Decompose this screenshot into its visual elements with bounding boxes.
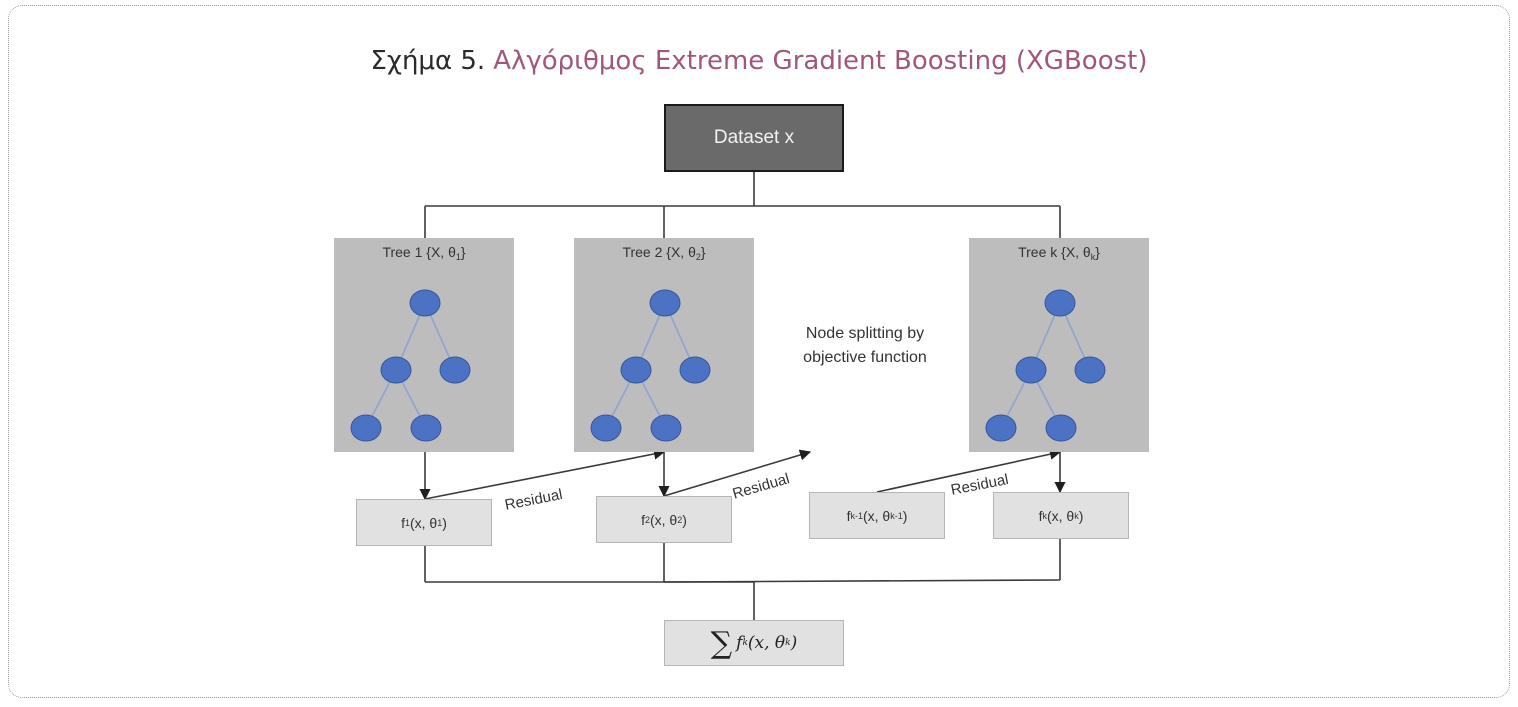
figure-frame: [8, 5, 1510, 698]
tree-2-node-1: [620, 356, 652, 384]
tree-1-node-0: [409, 289, 441, 317]
tree-k-node-3: [985, 414, 1017, 442]
tree-1-title: Tree 1 {X, θ1}: [382, 244, 466, 262]
tree-k-node-2: [1074, 356, 1106, 384]
tree-k-node-1: [1015, 356, 1047, 384]
collect-bar-right: [663, 579, 1061, 583]
dataset-label: Dataset x: [713, 127, 795, 148]
tree-2-graph: [590, 289, 711, 442]
tree-k-node-4: [1045, 414, 1077, 442]
tree-2-node-2: [679, 356, 711, 384]
caption-prefix: Σχήμα 5.: [370, 46, 486, 76]
tree-2-title: Tree 2 {X, θ2}: [622, 244, 706, 262]
tree-2-node-3: [590, 414, 622, 442]
tree-1-node-4: [410, 414, 442, 442]
tree-k-title: Tree k {X, θk}: [1018, 244, 1100, 262]
tree-1-graph: [350, 289, 471, 442]
residual-arrow-1: [424, 448, 666, 500]
residual-arrow-k: [876, 448, 1062, 493]
residual-arrow-2: [663, 449, 812, 497]
tree-1-node-2: [439, 356, 471, 384]
tree-k-node-0: [1044, 289, 1076, 317]
tree-1-node-1: [380, 356, 412, 384]
tree-k-graph: [985, 289, 1106, 442]
tree-2-node-4: [650, 414, 682, 442]
node-splitting-note: Node splitting by objective function: [803, 325, 927, 366]
tree-1-node-3: [350, 414, 382, 442]
caption-title: Αλγόριθμος Extreme Gradient Boosting (XG…: [493, 46, 1148, 76]
figure-caption: Σχήμα 5.Αλγόριθμος Extreme Gradient Boos…: [0, 44, 1518, 78]
tree-2-node-0: [649, 289, 681, 317]
summation-symbol: ∑: [710, 625, 733, 661]
dataset-box: Dataset x: [664, 104, 844, 172]
